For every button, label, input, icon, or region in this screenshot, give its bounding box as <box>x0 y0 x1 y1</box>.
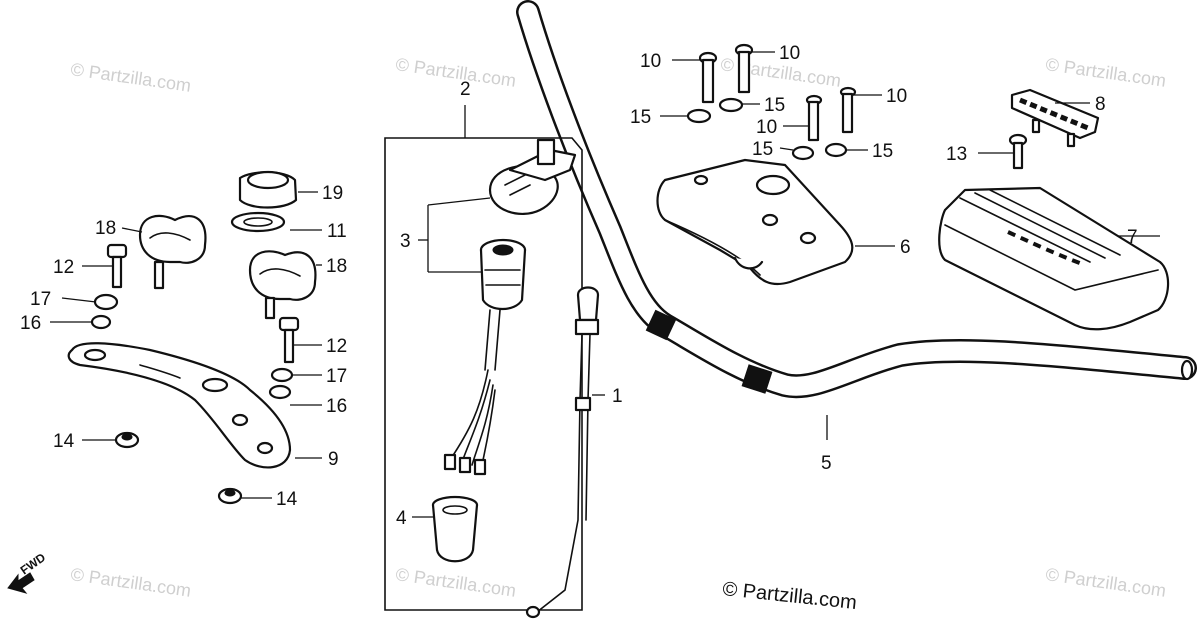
copyright-notice: © Partzilla.com <box>721 578 857 614</box>
callout-19: 19 <box>322 183 343 204</box>
watermark-text: © Partzilla.com <box>69 564 192 601</box>
watermarks: © Partzilla.com © Partzilla.com © Partzi… <box>69 54 1167 601</box>
bolt-10-d <box>839 86 857 134</box>
callout-9: 9 <box>328 449 339 470</box>
fwd-marker: FWD <box>7 550 49 594</box>
riser-cap <box>238 170 298 209</box>
bolt-12-right <box>278 316 300 364</box>
handlebar-riser-right <box>248 250 317 320</box>
ignition-assembly-box <box>384 137 583 611</box>
callout-10-b: 10 <box>779 43 800 64</box>
callout-7: 7 <box>1127 227 1138 248</box>
switch-boot <box>431 495 479 563</box>
callout-13: 13 <box>946 144 967 165</box>
washer-15-c <box>791 145 815 161</box>
callout-17-a: 17 <box>30 289 51 310</box>
screw-13 <box>1008 133 1028 170</box>
nut-14-lower <box>217 487 243 505</box>
callout-14-a: 14 <box>53 431 75 452</box>
bolt-12-left <box>106 243 128 289</box>
bolt-10-a <box>698 51 718 104</box>
handlebar <box>516 0 1197 399</box>
washer-17-right <box>270 367 294 383</box>
watermark-text: © Partzilla.com <box>394 54 517 91</box>
watermark-text: © Partzilla.com <box>1044 54 1167 91</box>
handlebar-upper-holder <box>656 158 854 286</box>
arrow-icon <box>7 572 35 594</box>
leader-lines <box>50 51 1160 499</box>
callout-10-d: 10 <box>756 117 777 138</box>
watermark-text: © Partzilla.com <box>1044 564 1167 601</box>
emblem <box>1010 88 1100 148</box>
bolt-10-c <box>805 94 823 142</box>
callout-12-a: 12 <box>53 257 74 278</box>
knurl-band <box>645 309 677 341</box>
callout-15-c: 15 <box>752 139 773 160</box>
throttle-cable <box>525 286 600 619</box>
ignition-switch-body <box>443 238 527 476</box>
callout-12-b: 12 <box>326 336 347 357</box>
callout-labels: 1 2 3 4 5 6 7 8 9 10 10 10 10 11 12 12 1… <box>20 43 1138 529</box>
callout-6: 6 <box>900 237 911 258</box>
callout-3: 3 <box>400 231 411 252</box>
ignition-key <box>488 138 577 215</box>
watermark-text: © Partzilla.com <box>394 564 517 601</box>
callout-18-b: 18 <box>326 256 347 277</box>
washer-15-b <box>718 97 744 113</box>
callout-5: 5 <box>821 453 832 474</box>
callout-2: 2 <box>460 79 471 100</box>
callout-16-a: 16 <box>20 313 41 334</box>
handlebar-riser-left <box>138 214 207 290</box>
callout-16-b: 16 <box>326 396 347 417</box>
callout-8: 8 <box>1095 94 1106 115</box>
bolt-10-b <box>734 43 754 94</box>
washer-15-a <box>686 108 712 124</box>
callout-10-c: 10 <box>886 86 907 107</box>
washer-15-d <box>824 142 848 158</box>
watermark-text: © Partzilla.com <box>69 59 192 96</box>
knurl-band <box>741 364 773 394</box>
nut-14-upper <box>114 431 140 449</box>
washer-17-left <box>93 293 119 311</box>
callout-15-d: 15 <box>872 141 893 162</box>
washer-16-left <box>90 314 112 330</box>
callout-18-a: 18 <box>95 218 116 239</box>
callout-15-b: 15 <box>764 95 785 116</box>
callout-1: 1 <box>612 386 623 407</box>
callout-10-a: 10 <box>640 51 661 72</box>
callout-4: 4 <box>396 508 407 529</box>
fwd-label: FWD <box>18 550 49 577</box>
callout-15-a: 15 <box>630 107 651 128</box>
handlebar-cover <box>938 186 1170 331</box>
washer-16-right <box>268 384 292 400</box>
callout-11: 11 <box>327 221 347 242</box>
riser-washer <box>230 211 286 233</box>
handlebar-bracket <box>67 342 292 469</box>
callout-14-b: 14 <box>276 489 298 510</box>
callout-17-b: 17 <box>326 366 347 387</box>
